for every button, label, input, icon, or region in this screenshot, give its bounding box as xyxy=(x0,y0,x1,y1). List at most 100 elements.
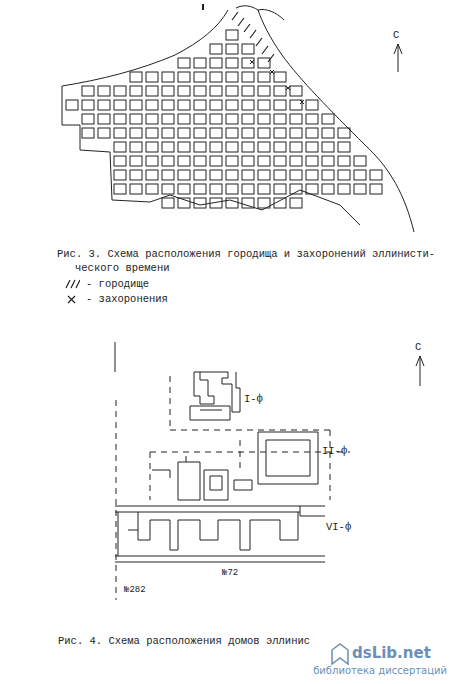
north-arrow xyxy=(394,44,402,72)
city-block xyxy=(322,184,334,194)
city-block xyxy=(338,128,350,138)
city-block xyxy=(242,72,254,82)
city-block xyxy=(146,86,158,96)
cross-sample xyxy=(64,293,80,305)
hatch-sample xyxy=(64,278,80,290)
grid-number: №282 xyxy=(124,583,146,597)
city-block xyxy=(274,100,286,110)
city-block xyxy=(114,100,126,110)
city-block xyxy=(194,114,206,124)
city-block xyxy=(242,184,254,194)
city-block xyxy=(130,156,142,166)
city-blocks xyxy=(66,30,382,208)
house-label: VI-ф xyxy=(326,520,351,534)
city-block xyxy=(322,128,334,138)
city-block xyxy=(306,156,318,166)
city-block xyxy=(274,114,286,124)
city-block xyxy=(146,156,158,166)
house-label: I-ф xyxy=(244,392,263,406)
city-block xyxy=(258,142,270,152)
city-block xyxy=(162,198,174,208)
city-block xyxy=(194,72,206,82)
city-block xyxy=(258,198,270,208)
city-block xyxy=(114,114,126,124)
city-block xyxy=(178,72,190,82)
city-block xyxy=(242,170,254,180)
city-block xyxy=(178,184,190,194)
city-block xyxy=(274,128,286,138)
city-block xyxy=(354,170,366,180)
city-block xyxy=(274,86,286,96)
city-block xyxy=(242,44,254,54)
city-block xyxy=(82,86,94,96)
city-block xyxy=(130,128,142,138)
city-block xyxy=(178,114,190,124)
city-block xyxy=(146,184,158,194)
city-block xyxy=(242,128,254,138)
city-block xyxy=(130,114,142,124)
city-block xyxy=(178,170,190,180)
house-label: II-ф xyxy=(322,444,347,458)
city-block xyxy=(194,156,206,166)
city-block xyxy=(130,170,142,180)
city-block xyxy=(322,170,334,180)
city-block xyxy=(306,100,318,110)
burial-marks xyxy=(250,60,304,104)
city-block xyxy=(178,58,190,68)
river-bank xyxy=(236,6,414,232)
city-block xyxy=(290,170,302,180)
city-block xyxy=(242,58,254,68)
city-block xyxy=(226,198,238,208)
coast-line xyxy=(62,10,228,86)
city-block xyxy=(226,114,238,124)
edge-mark xyxy=(202,4,204,10)
city-block xyxy=(146,142,158,152)
city-block xyxy=(258,100,270,110)
city-block xyxy=(82,100,94,110)
city-block xyxy=(226,58,238,68)
city-block xyxy=(130,184,142,194)
legend-row: - захоронения xyxy=(64,292,168,306)
city-block xyxy=(290,184,302,194)
city-block xyxy=(258,72,270,82)
city-block xyxy=(226,170,238,180)
north-arrow xyxy=(416,356,424,386)
city-block xyxy=(194,170,206,180)
city-block xyxy=(226,184,238,194)
city-block xyxy=(66,100,78,110)
legend-text: - захоронения xyxy=(86,292,168,306)
city-block xyxy=(210,58,222,68)
north-letter: С xyxy=(393,28,399,42)
city-block xyxy=(162,184,174,194)
city-block xyxy=(98,128,110,138)
city-block xyxy=(226,128,238,138)
city-block xyxy=(338,170,350,180)
city-block xyxy=(290,198,302,208)
city-block xyxy=(114,142,126,152)
city-block xyxy=(242,142,254,152)
city-block xyxy=(290,142,302,152)
city-block xyxy=(322,156,334,166)
city-block xyxy=(226,30,238,40)
city-block xyxy=(258,128,270,138)
city-block xyxy=(194,184,206,194)
city-block xyxy=(258,114,270,124)
city-block xyxy=(114,184,126,194)
city-block xyxy=(322,114,334,124)
city-block xyxy=(178,100,190,110)
city-block xyxy=(146,72,158,82)
city-block xyxy=(290,128,302,138)
house-walls xyxy=(115,372,325,562)
city-block xyxy=(210,128,222,138)
city-block xyxy=(290,156,302,166)
city-block xyxy=(226,142,238,152)
city-block xyxy=(146,100,158,110)
city-block xyxy=(306,184,318,194)
city-block xyxy=(130,86,142,96)
city-block xyxy=(242,198,254,208)
city-block xyxy=(210,142,222,152)
city-block xyxy=(178,156,190,166)
figure-caption: Рис. 4. Схема расположения домов эллинис xyxy=(58,634,310,648)
city-block xyxy=(274,198,286,208)
city-block xyxy=(258,170,270,180)
